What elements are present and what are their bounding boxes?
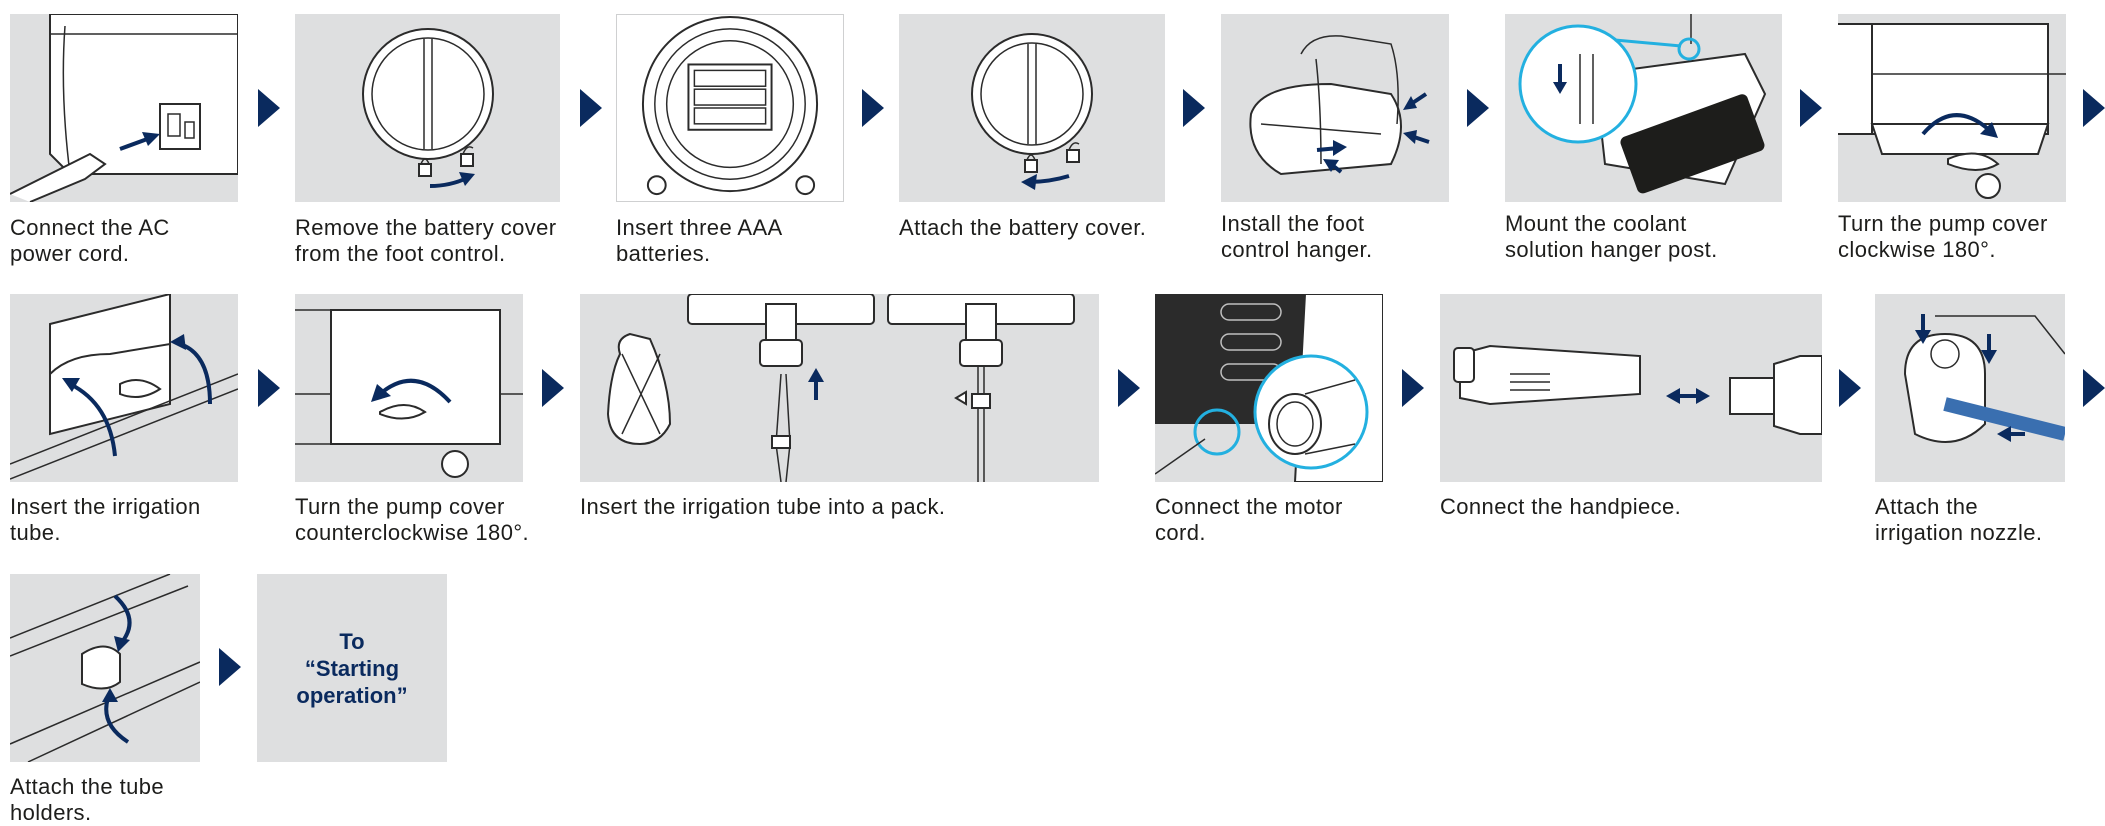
step-3-illustration [616,14,844,202]
irrigation-tube-insert-illustration [10,294,238,480]
step-9-illustration [295,294,523,482]
next-step-arrow-icon [258,89,280,127]
step-14-caption: Attach the tube holders. [10,774,164,825]
pump-cover-counterclockwise-illustration [295,309,523,478]
step-7-illustration [1838,14,2066,202]
step-13-caption: Attach the irrigation nozzle. [1875,494,2043,545]
next-step-arrow-icon [219,648,241,686]
step-4-illustration [899,14,1165,202]
battery-cover-remove-illustration [362,28,494,188]
batteries-insert-illustration [641,15,819,196]
next-step-arrow-icon [542,369,564,407]
next-step-arrow-icon [2083,89,2105,127]
next-step-arrow-icon [1118,369,1140,407]
next-step-arrow-icon [1402,369,1424,407]
foot-control-hanger-illustration [1249,35,1430,176]
power-cord-illustration [10,14,238,202]
next-step-arrow-icon [862,89,884,127]
step-6-illustration [1505,14,1782,202]
step-1-caption: Connect the AC power cord. [10,215,170,266]
next-step-arrow-icon [580,89,602,127]
step-5-illustration [1221,14,1449,202]
next-step-arrow-icon [1800,89,1822,127]
step-14-illustration [10,574,200,762]
battery-cover-attach-illustration [971,33,1093,190]
tube-holders-attach-illustration [10,574,200,762]
starting-operation-link[interactable]: To “Starting operation” [257,574,447,762]
step-13-illustration [1875,294,2065,482]
step-9-caption: Turn the pump cover counterclockwise 180… [295,494,530,545]
next-step-arrow-icon [1183,89,1205,127]
handpiece-connect-illustration [1453,344,1822,435]
irrigation-nozzle-attach-illustration [1903,314,2065,443]
motor-cord-connect-illustration [1155,294,1383,482]
step-12-illustration [1440,294,1822,482]
step-11-caption: Connect the motor cord. [1155,494,1343,545]
next-step-arrow-icon [1467,89,1489,127]
step-10-caption: Insert the irrigation tube into a pack. [580,494,946,519]
step-1-illustration [10,14,238,202]
step-2-caption: Remove the battery cover from the foot c… [295,215,557,266]
next-step-arrow-icon [258,369,280,407]
step-8-illustration [10,294,238,482]
irrigation-tube-pack-illustration [606,294,1075,482]
next-step-arrow-icon [2083,369,2105,407]
step-8-caption: Insert the irrigation tube. [10,494,201,545]
step-3-caption: Insert three AAA batteries. [616,215,783,266]
step-11-illustration [1155,294,1383,482]
step-2-illustration [295,14,560,202]
step-4-caption: Attach the battery cover. [899,215,1147,240]
step-10-illustration [580,294,1099,482]
coolant-hanger-post-illustration [1518,14,1767,194]
step-5-caption: Install the foot control hanger. [1221,211,1373,262]
step-7-caption: Turn the pump cover clockwise 180°. [1838,211,2048,262]
step-6-caption: Mount the coolant solution hanger post. [1505,211,1718,262]
step-12-caption: Connect the handpiece. [1440,494,1682,519]
pump-cover-clockwise-illustration [1838,23,2066,199]
next-step-arrow-icon [1839,369,1861,407]
